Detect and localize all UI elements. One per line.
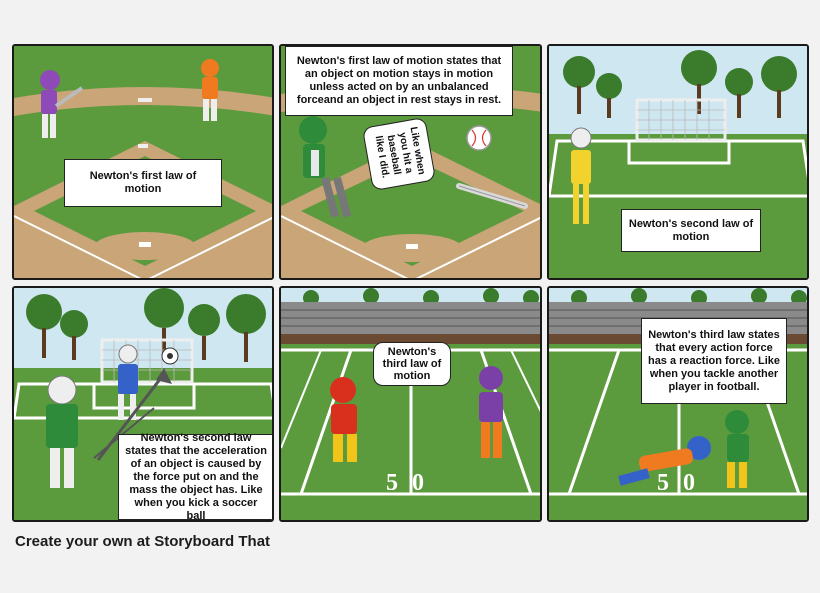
kicker-figure bbox=[46, 375, 78, 488]
player-yellow-figure bbox=[570, 127, 592, 224]
panel-1: Newton's first law of motion bbox=[12, 44, 274, 280]
yard-marker: 5 0 bbox=[386, 470, 428, 496]
force-arrow-icon bbox=[93, 368, 172, 461]
football-player-red-figure bbox=[330, 377, 357, 462]
football-field-scene bbox=[281, 288, 540, 520]
soccer-field-scene bbox=[549, 46, 807, 278]
panel-3: Newton's second law of motion bbox=[547, 44, 809, 280]
soccer-goal-icon bbox=[635, 98, 727, 142]
panel-5: 5 0 Newton's third law of motion bbox=[279, 286, 542, 522]
fielder-figure bbox=[201, 59, 219, 121]
baseball-bat-icon bbox=[456, 183, 528, 209]
panel-3-caption: Newton's second law of motion bbox=[621, 209, 761, 252]
batter-green-figure bbox=[299, 116, 352, 218]
panel-2-caption: Newton's first law of motion states that… bbox=[285, 46, 513, 116]
tackling-player-figure bbox=[725, 410, 749, 488]
soccer-ball-icon bbox=[161, 347, 179, 365]
baseball-icon bbox=[466, 125, 492, 151]
panel-2-speech-bubble: Like when you hit a baseball like I did. bbox=[361, 116, 437, 192]
tackled-player-figure bbox=[618, 436, 711, 486]
panel-6-caption: Newton's third law states that every act… bbox=[641, 318, 787, 404]
batter-figure bbox=[40, 70, 84, 138]
panel-1-caption: Newton's first law of motion bbox=[64, 159, 222, 207]
panel-4: Newton's second law states that the acce… bbox=[12, 286, 274, 522]
panel-4-caption: Newton's second law states that the acce… bbox=[118, 432, 272, 520]
panel-6: 5 0 Newton's third law states that every… bbox=[547, 286, 809, 522]
footer-credit[interactable]: Create your own at Storyboard That bbox=[15, 533, 271, 550]
yard-marker-2: 5 0 bbox=[657, 470, 699, 496]
goalkeeper-figure bbox=[118, 344, 138, 420]
panel-2: Newton's first law of motion states that… bbox=[279, 44, 542, 280]
panel-5-speech-bubble: Newton's third law of motion bbox=[373, 342, 451, 386]
football-player-purple-figure bbox=[479, 366, 503, 458]
